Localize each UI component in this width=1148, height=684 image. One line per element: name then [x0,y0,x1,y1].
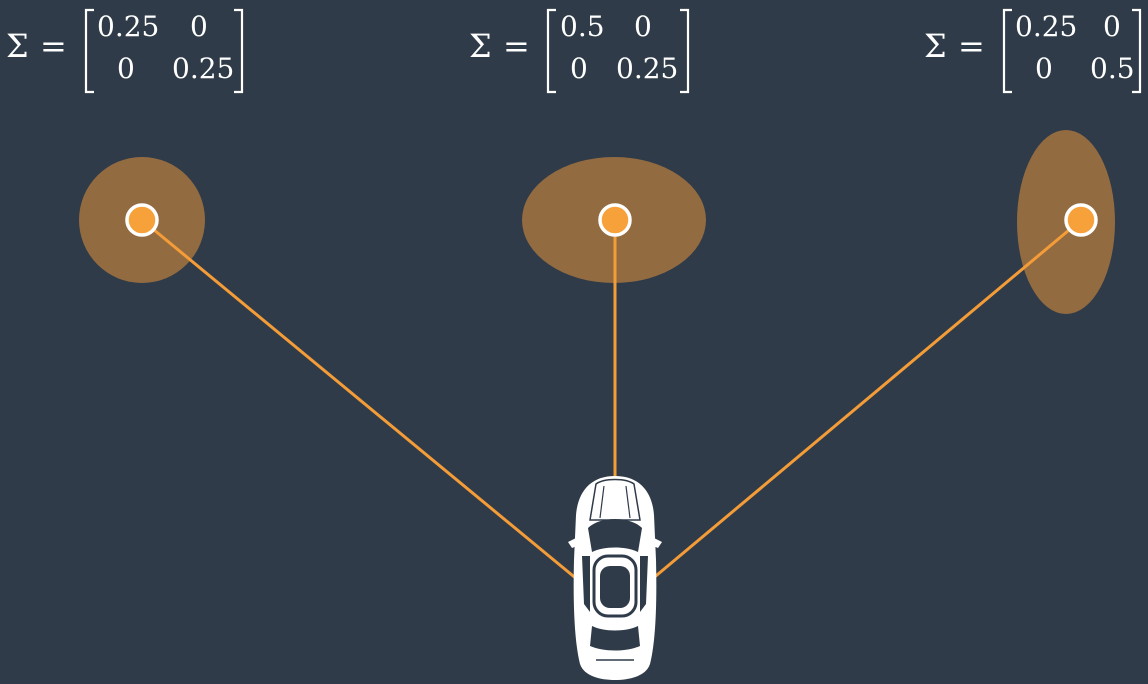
matrix-cell: 0 [1035,52,1053,85]
matrix-cell: 0.25 [172,52,234,85]
car-top-view-icon [568,476,662,680]
covariance-label-1: Σ = 0.25 0 0 0.25 [6,8,244,94]
covariance-label-3: Σ = 0.25 0 0 0.5 [924,8,1142,94]
left-bracket [84,8,94,94]
matrix-cell: 0 [117,52,135,85]
landmark-marker-2 [598,203,632,237]
matrix-cell: 0 [570,52,588,85]
covariance-label-2: Σ = 0.5 0 0 0.25 [469,8,690,94]
right-bracket [680,8,690,94]
equals-sign: = [40,27,67,65]
matrix-cell: 0.5 [560,10,605,43]
right-bracket [1132,8,1142,94]
matrix-cell: 0.25 [1015,10,1077,43]
landmark-marker-1 [125,203,159,237]
connector-line-1 [141,218,579,582]
matrix-cell: 0.25 [616,52,678,85]
equals-sign: = [958,27,985,65]
matrix-cell: 0 [190,10,208,43]
matrix-cell: 0.5 [1090,52,1135,85]
connector-line-3 [650,218,1082,582]
equals-sign: = [503,27,530,65]
matrix-cell: 0 [634,10,652,43]
matrix-cell: 0.25 [97,10,159,43]
sigma-symbol: Σ [469,27,492,65]
right-bracket [234,8,244,94]
left-bracket [546,8,556,94]
left-bracket [1002,8,1012,94]
sigma-symbol: Σ [924,27,947,65]
sigma-symbol: Σ [6,27,29,65]
landmark-marker-3 [1064,203,1098,237]
matrix-cell: 0 [1103,10,1121,43]
